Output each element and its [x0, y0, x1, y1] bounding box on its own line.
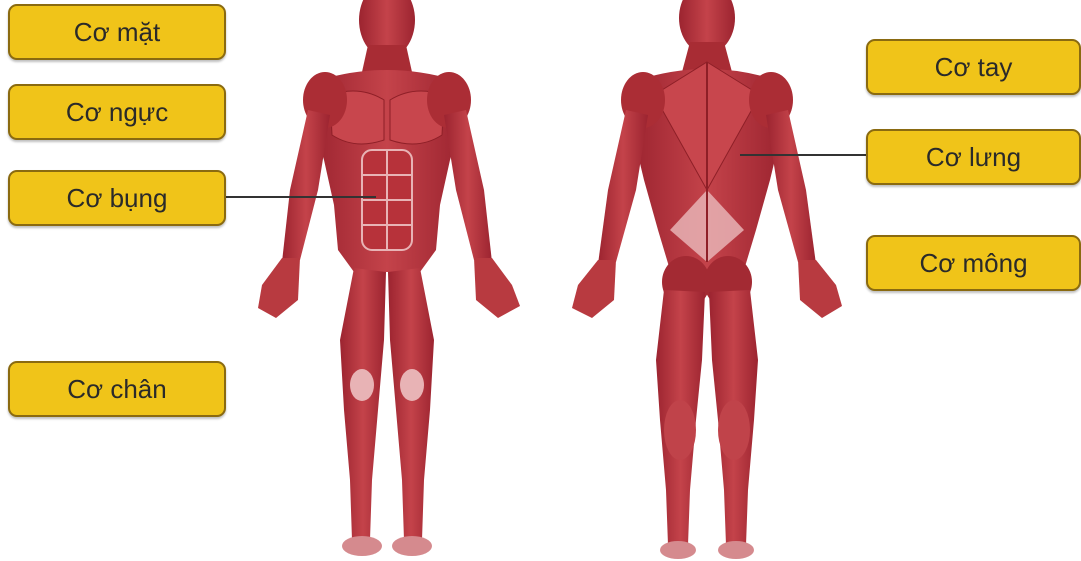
- front-body-figure: [258, 0, 520, 556]
- label-leg-muscles[interactable]: Cơ chân: [8, 361, 226, 417]
- label-abdomen-muscles[interactable]: Cơ bụng: [8, 170, 226, 226]
- label-back-muscles[interactable]: Cơ lưng: [866, 129, 1081, 185]
- label-face-muscles[interactable]: Cơ mặt: [8, 4, 226, 60]
- label-chest-muscles[interactable]: Cơ ngực: [8, 84, 226, 140]
- label-arm-muscles[interactable]: Cơ tay: [866, 39, 1081, 95]
- back-body-figure: [572, 0, 842, 559]
- label-gluteal-muscles[interactable]: Cơ mông: [866, 235, 1081, 291]
